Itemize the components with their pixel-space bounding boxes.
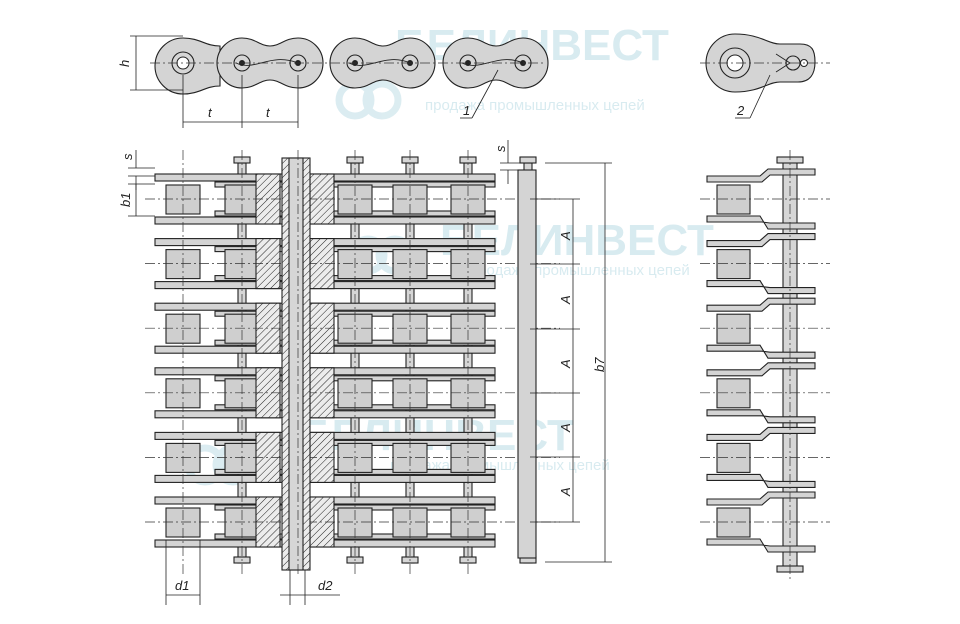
end-view-plate-bottom-1 [706,215,816,230]
label-b1: b1 [118,193,133,207]
pin-head-top-5 [519,156,537,164]
label-b7: b7 [592,357,607,372]
label-A-2: A [558,295,573,305]
end-view-plate-bottom-3 [706,344,816,359]
clip-3 [461,59,524,66]
label-callout-2: 2 [736,103,745,118]
label-h: h [117,60,132,67]
watermark-tagline-1: продажа промышленных цепей [425,97,645,114]
label-t-1: t [208,105,213,120]
label-d2: d2 [318,578,333,593]
end-view-roller-2 [716,249,751,280]
end-view-plate-top-5 [706,426,816,441]
end-view-plate-top-6 [706,491,816,506]
outer-side-plate [517,169,537,559]
label-callout-1: 1 [463,103,470,118]
end-view-roller-3 [716,313,751,344]
end-view-plate-top-1 [706,168,816,183]
end-view-plate-bottom-5 [706,473,816,488]
end-view-roller-1 [716,184,751,215]
label-d1: d1 [175,578,189,593]
label-A-4: A [558,423,573,433]
end-view-plate-bottom-4 [706,409,816,424]
chain-front-view [145,150,560,575]
end-view-plate-bottom-6 [706,538,816,553]
dim-d2: d2 [280,570,340,605]
dim-d1: d1 [165,540,201,605]
end-view-roller-5 [716,442,751,473]
label-A-3: A [558,359,573,369]
dim-b7: b7 [545,162,612,563]
chain-end-view [700,150,830,580]
dim-t: t t [182,75,299,128]
watermark-tagline-2: продажа промышленных цепей [470,262,690,279]
watermark-logo-1 [335,80,402,120]
callout-1: 1 [460,69,499,119]
label-t-2: t [266,105,271,120]
clip-1 [235,59,299,66]
dim-A-stack: A A A A A [530,198,580,523]
label-A-1: A [558,231,573,241]
end-view-plate-bottom-2 [706,280,816,295]
dim-b1: b1 [118,183,155,217]
end-view-plate-top-2 [706,233,816,248]
end-view-plate-top-3 [706,297,816,312]
label-s-right: s [493,145,508,152]
chain-link-2 [329,37,436,89]
label-A-5: A [558,487,573,497]
dim-h: h [117,35,183,91]
sectioned-pin-core [288,157,304,571]
end-view-roller-4 [716,378,751,409]
end-view-roller-6 [716,507,751,538]
end-view-plate-top-4 [706,362,816,377]
end-link-view: 2 [700,33,830,119]
label-s-left: s [120,153,135,160]
chain-side-view [150,37,549,95]
clip-2 [348,59,411,66]
dim-s-right: s [493,140,520,184]
